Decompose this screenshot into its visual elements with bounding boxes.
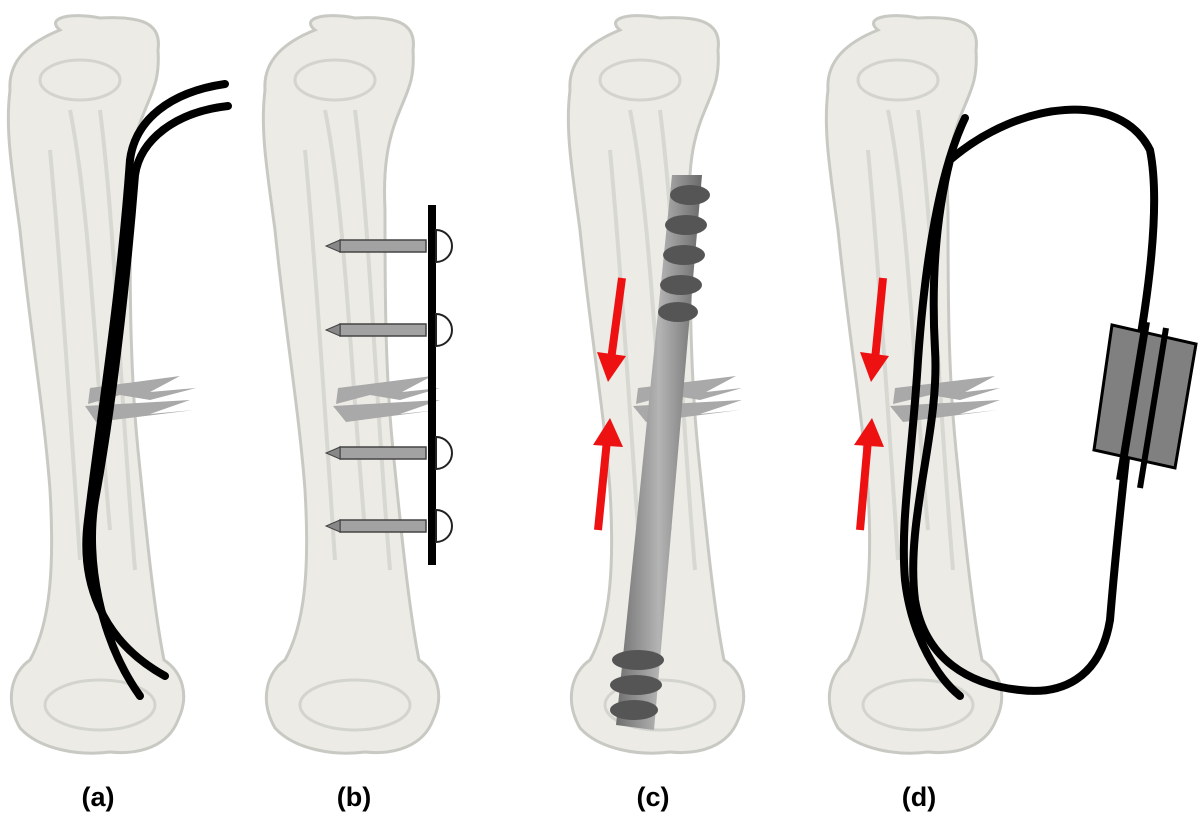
k-wires <box>82 80 232 700</box>
screw-3 <box>324 435 453 471</box>
fracture-line-b <box>333 376 440 422</box>
panel-b <box>261 14 453 755</box>
panel-a <box>6 14 232 755</box>
bone-plate <box>428 205 436 565</box>
screw-1 <box>324 228 453 264</box>
panel-d <box>824 14 1198 755</box>
screw-4 <box>324 508 453 544</box>
screw-2 <box>324 312 453 348</box>
fixator-wire-loop <box>899 105 1159 700</box>
bone-b <box>261 14 441 755</box>
fixator-clamp <box>1092 321 1198 489</box>
panel-label-c: (c) <box>636 782 670 812</box>
compression-screw <box>610 175 710 730</box>
panel-label-d: (d) <box>901 782 937 812</box>
panel-c <box>566 14 746 755</box>
compression-arrows-d <box>854 277 889 531</box>
panel-label-b: (b) <box>336 782 372 812</box>
compression-arrows-c <box>593 277 626 531</box>
panel-label-a: (a) <box>81 782 115 812</box>
